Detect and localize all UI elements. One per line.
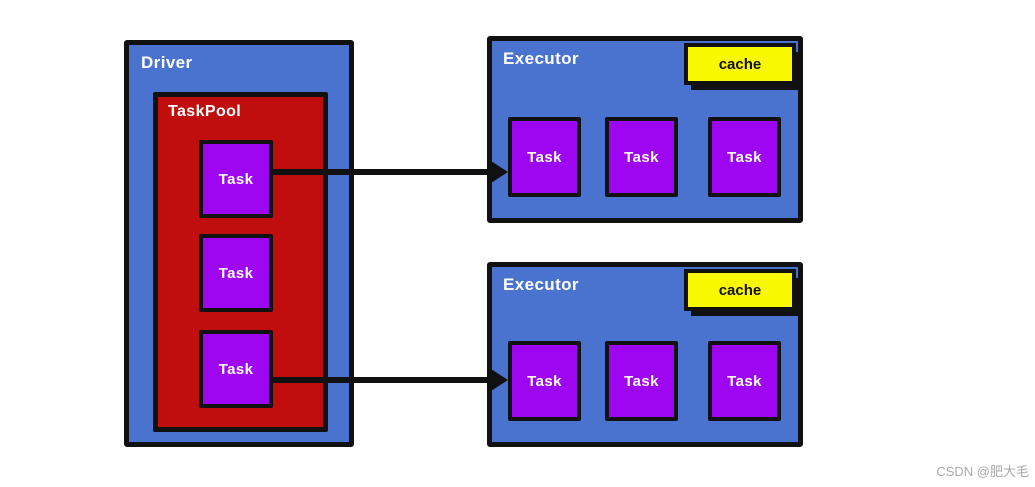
executor-2-cache-box: cache — [684, 269, 796, 311]
executor-2-task-1: Task — [508, 341, 581, 421]
arrow-taskpool-to-executor-2 — [272, 377, 490, 383]
task-label: Task — [624, 372, 659, 390]
task-label: Task — [527, 148, 562, 166]
taskpool-box: TaskPool Task Task Task — [153, 92, 328, 432]
taskpool-task-1: Task — [199, 140, 273, 218]
executor-1-task-3: Task — [708, 117, 781, 197]
task-label: Task — [218, 264, 254, 282]
arrowhead-executor-1-icon — [488, 159, 508, 185]
taskpool-label: TaskPool — [168, 103, 242, 120]
executor-1-label: Executor — [503, 49, 579, 68]
executor-1-cache-box: cache — [684, 43, 796, 85]
task-label: Task — [527, 372, 562, 390]
executor-2-label: Executor — [503, 275, 579, 294]
cache-label: cache — [718, 281, 762, 299]
executor-2-task-2: Task — [605, 341, 678, 421]
executor-2-task-3: Task — [708, 341, 781, 421]
task-label: Task — [727, 148, 762, 166]
taskpool-task-2: Task — [199, 234, 273, 312]
task-label: Task — [624, 148, 659, 166]
driver-box: Driver TaskPool Task Task Task — [124, 40, 354, 447]
executor-1-task-2: Task — [605, 117, 678, 197]
executor-1-box: Executor cache Task Task Task — [487, 36, 803, 223]
task-label: Task — [218, 170, 254, 188]
driver-label: Driver — [141, 53, 193, 72]
executor-2-box: Executor cache Task Task Task — [487, 262, 803, 447]
executor-1-task-1: Task — [508, 117, 581, 197]
cache-label: cache — [718, 55, 762, 73]
task-label: Task — [218, 360, 254, 378]
watermark: CSDN @肥大毛 — [936, 464, 1029, 479]
arrowhead-executor-2-icon — [488, 367, 508, 393]
arrow-taskpool-to-executor-1 — [272, 169, 490, 175]
taskpool-task-3: Task — [199, 330, 273, 408]
task-label: Task — [727, 372, 762, 390]
